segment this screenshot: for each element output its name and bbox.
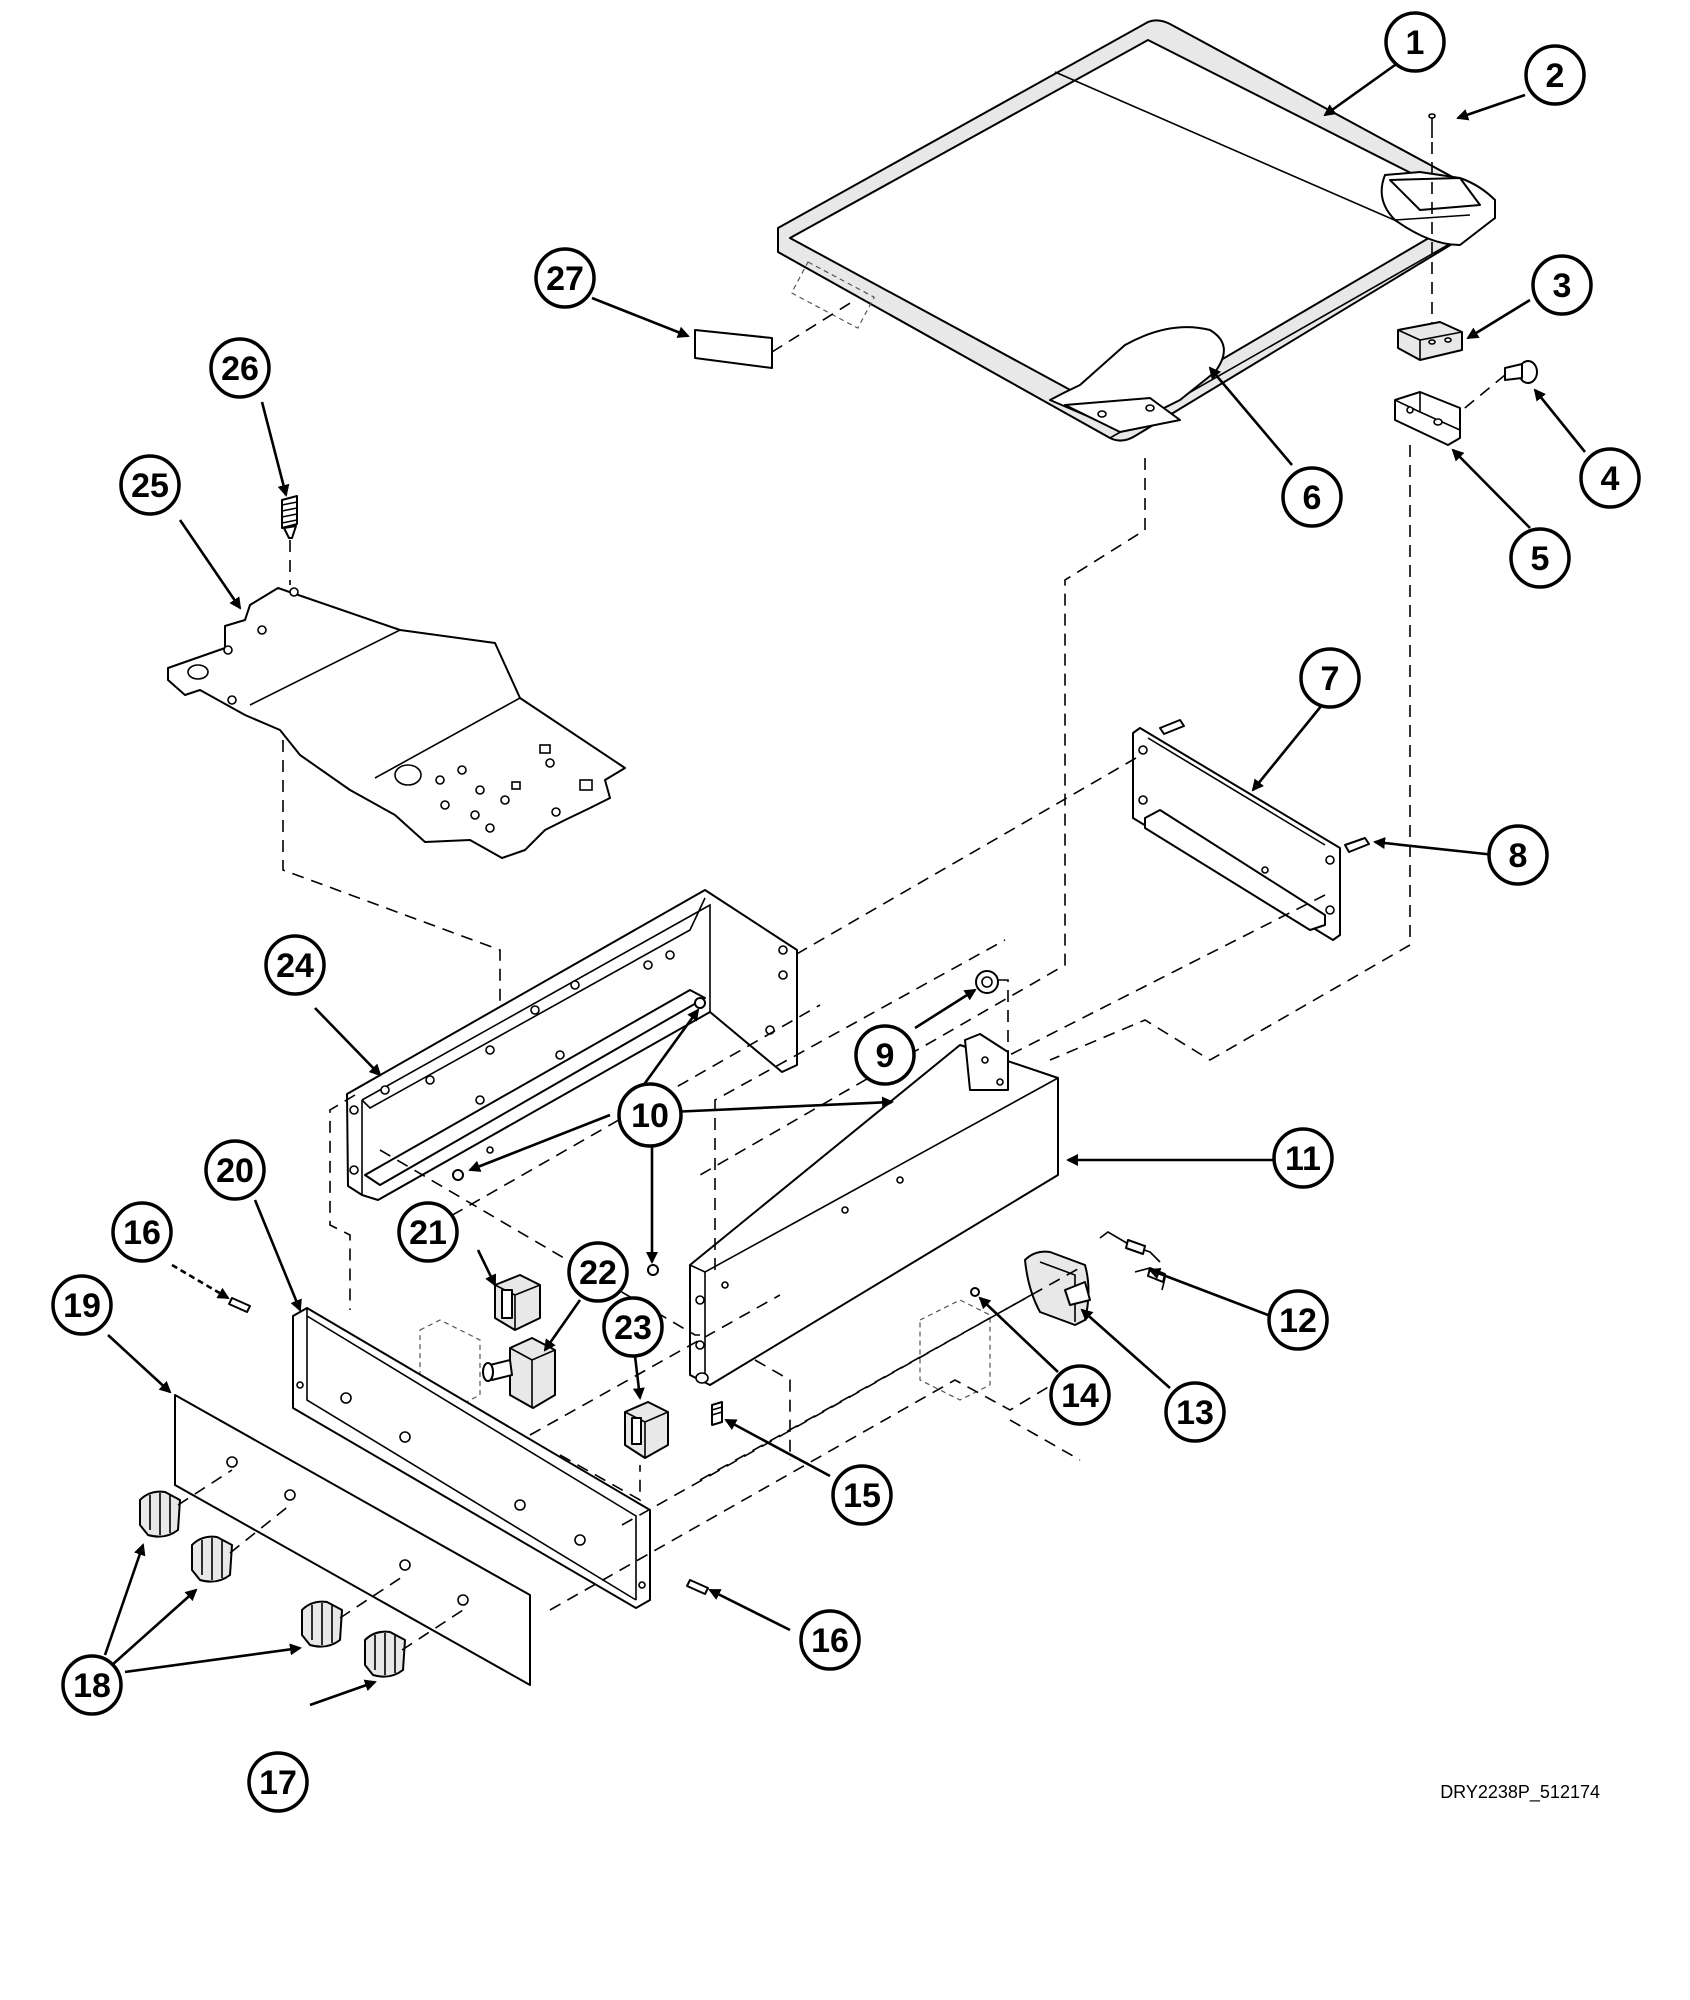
callout-17: 17 [247, 1751, 309, 1813]
alignment-line [282, 740, 501, 1040]
callout-21: 21 [397, 1201, 459, 1263]
part-control-panel [292, 1307, 651, 1609]
callout-16-lower: 16 [799, 1609, 861, 1671]
knob-3 [301, 1600, 343, 1648]
svg-text:18: 18 [73, 1667, 111, 1705]
svg-text:15: 15 [843, 1477, 881, 1515]
svg-text:12: 12 [1279, 1302, 1317, 1340]
callout-25: 25 [119, 454, 181, 516]
alignment-line [771, 299, 856, 353]
callout-27: 27 [534, 247, 596, 309]
svg-text:16: 16 [811, 1622, 849, 1660]
svg-text:6: 6 [1303, 479, 1322, 517]
part-screw-15 [711, 1401, 723, 1426]
part-screw [281, 495, 298, 539]
svg-text:21: 21 [409, 1214, 447, 1252]
callout-3: 3 [1531, 254, 1593, 316]
part-grommet [975, 970, 999, 994]
callout-2: 2 [1524, 44, 1586, 106]
callout-8: 8 [1487, 824, 1549, 886]
part-left-bracket [346, 889, 798, 1201]
callout-20: 20 [204, 1139, 266, 1201]
svg-text:13: 13 [1176, 1394, 1214, 1432]
callout-1: 1 [1384, 11, 1446, 73]
part-right-bracket [689, 1033, 1059, 1386]
callout-15: 15 [831, 1464, 893, 1526]
svg-text:5: 5 [1531, 540, 1550, 578]
svg-text:1: 1 [1406, 24, 1425, 62]
part-hinge-bracket [1394, 391, 1461, 446]
svg-text:8: 8 [1509, 837, 1528, 875]
alignment-line [998, 979, 1009, 1060]
svg-text:17: 17 [259, 1764, 297, 1802]
callout-23: 23 [602, 1296, 664, 1358]
callout-10: 10 [617, 1082, 683, 1148]
part-rear-bracket [1132, 727, 1341, 941]
part-label [694, 329, 773, 369]
svg-text:23: 23 [614, 1309, 652, 1347]
part-switch-23 [624, 1401, 669, 1459]
knob-4 [364, 1630, 406, 1678]
svg-text:11: 11 [1285, 1140, 1321, 1178]
svg-text:9: 9 [876, 1037, 895, 1075]
callout-16-upper: 16 [111, 1201, 173, 1263]
alignment-line [1459, 374, 1506, 413]
part-door-switch [1024, 1250, 1091, 1326]
callout-19: 19 [51, 1274, 113, 1336]
svg-text:7: 7 [1321, 660, 1340, 698]
leader-lines [103, 63, 1587, 1707]
svg-text:16: 16 [123, 1214, 161, 1252]
svg-text:22: 22 [579, 1254, 617, 1292]
part-hinge-pin [1428, 113, 1436, 138]
svg-text:14: 14 [1061, 1377, 1099, 1415]
part-mounting-plate [167, 587, 626, 859]
knob-1 [139, 1490, 181, 1538]
part-wire-harness [1099, 1231, 1166, 1291]
part-shoulder-screw [1504, 360, 1538, 384]
callout-6: 6 [1281, 466, 1343, 528]
svg-text:2: 2 [1546, 57, 1565, 95]
callout-22: 22 [567, 1241, 629, 1303]
callout-18: 18 [61, 1654, 123, 1716]
part-top-panel [777, 19, 1496, 442]
svg-text:27: 27 [546, 260, 584, 298]
knob-2 [191, 1535, 233, 1583]
svg-text:24: 24 [276, 947, 314, 985]
svg-text:20: 20 [216, 1152, 254, 1190]
part-hinge-block [1397, 321, 1463, 361]
callout-9: 9 [854, 1024, 916, 1086]
alignment-line [794, 757, 1137, 956]
part-panel-overlay [174, 1394, 531, 1686]
callout-13: 13 [1164, 1381, 1226, 1443]
part-panel-screws [228, 1297, 709, 1595]
alignment-line [979, 894, 1326, 1071]
callout-4: 4 [1579, 447, 1641, 509]
callout-24: 24 [264, 934, 326, 996]
svg-text:4: 4 [1601, 460, 1620, 498]
svg-text:10: 10 [631, 1097, 669, 1135]
callout-12: 12 [1267, 1289, 1329, 1351]
callout-bubbles: 1 2 3 4 5 6 7 8 9 10 11 12 13 14 15 16 1… [51, 11, 1641, 1813]
part-switch-21 [494, 1274, 541, 1331]
svg-text:3: 3 [1553, 267, 1572, 305]
callout-7: 7 [1299, 647, 1361, 709]
assembly-lines [177, 458, 1146, 1651]
alignment-line [1049, 445, 1411, 1061]
drawing-id: DRY2238P_512174 [1440, 1782, 1600, 1803]
part-bracket-screws [1159, 719, 1370, 853]
callout-11: 11 [1272, 1127, 1334, 1189]
svg-text:26: 26 [221, 350, 259, 388]
svg-text:19: 19 [63, 1287, 101, 1325]
part-rotary-switch [482, 1337, 556, 1409]
callout-14: 14 [1049, 1364, 1111, 1426]
callout-26: 26 [209, 337, 271, 399]
callout-5: 5 [1509, 527, 1571, 589]
part-switch-bracket [919, 1287, 991, 1401]
part-knobs [139, 1490, 406, 1678]
svg-text:25: 25 [131, 467, 169, 505]
